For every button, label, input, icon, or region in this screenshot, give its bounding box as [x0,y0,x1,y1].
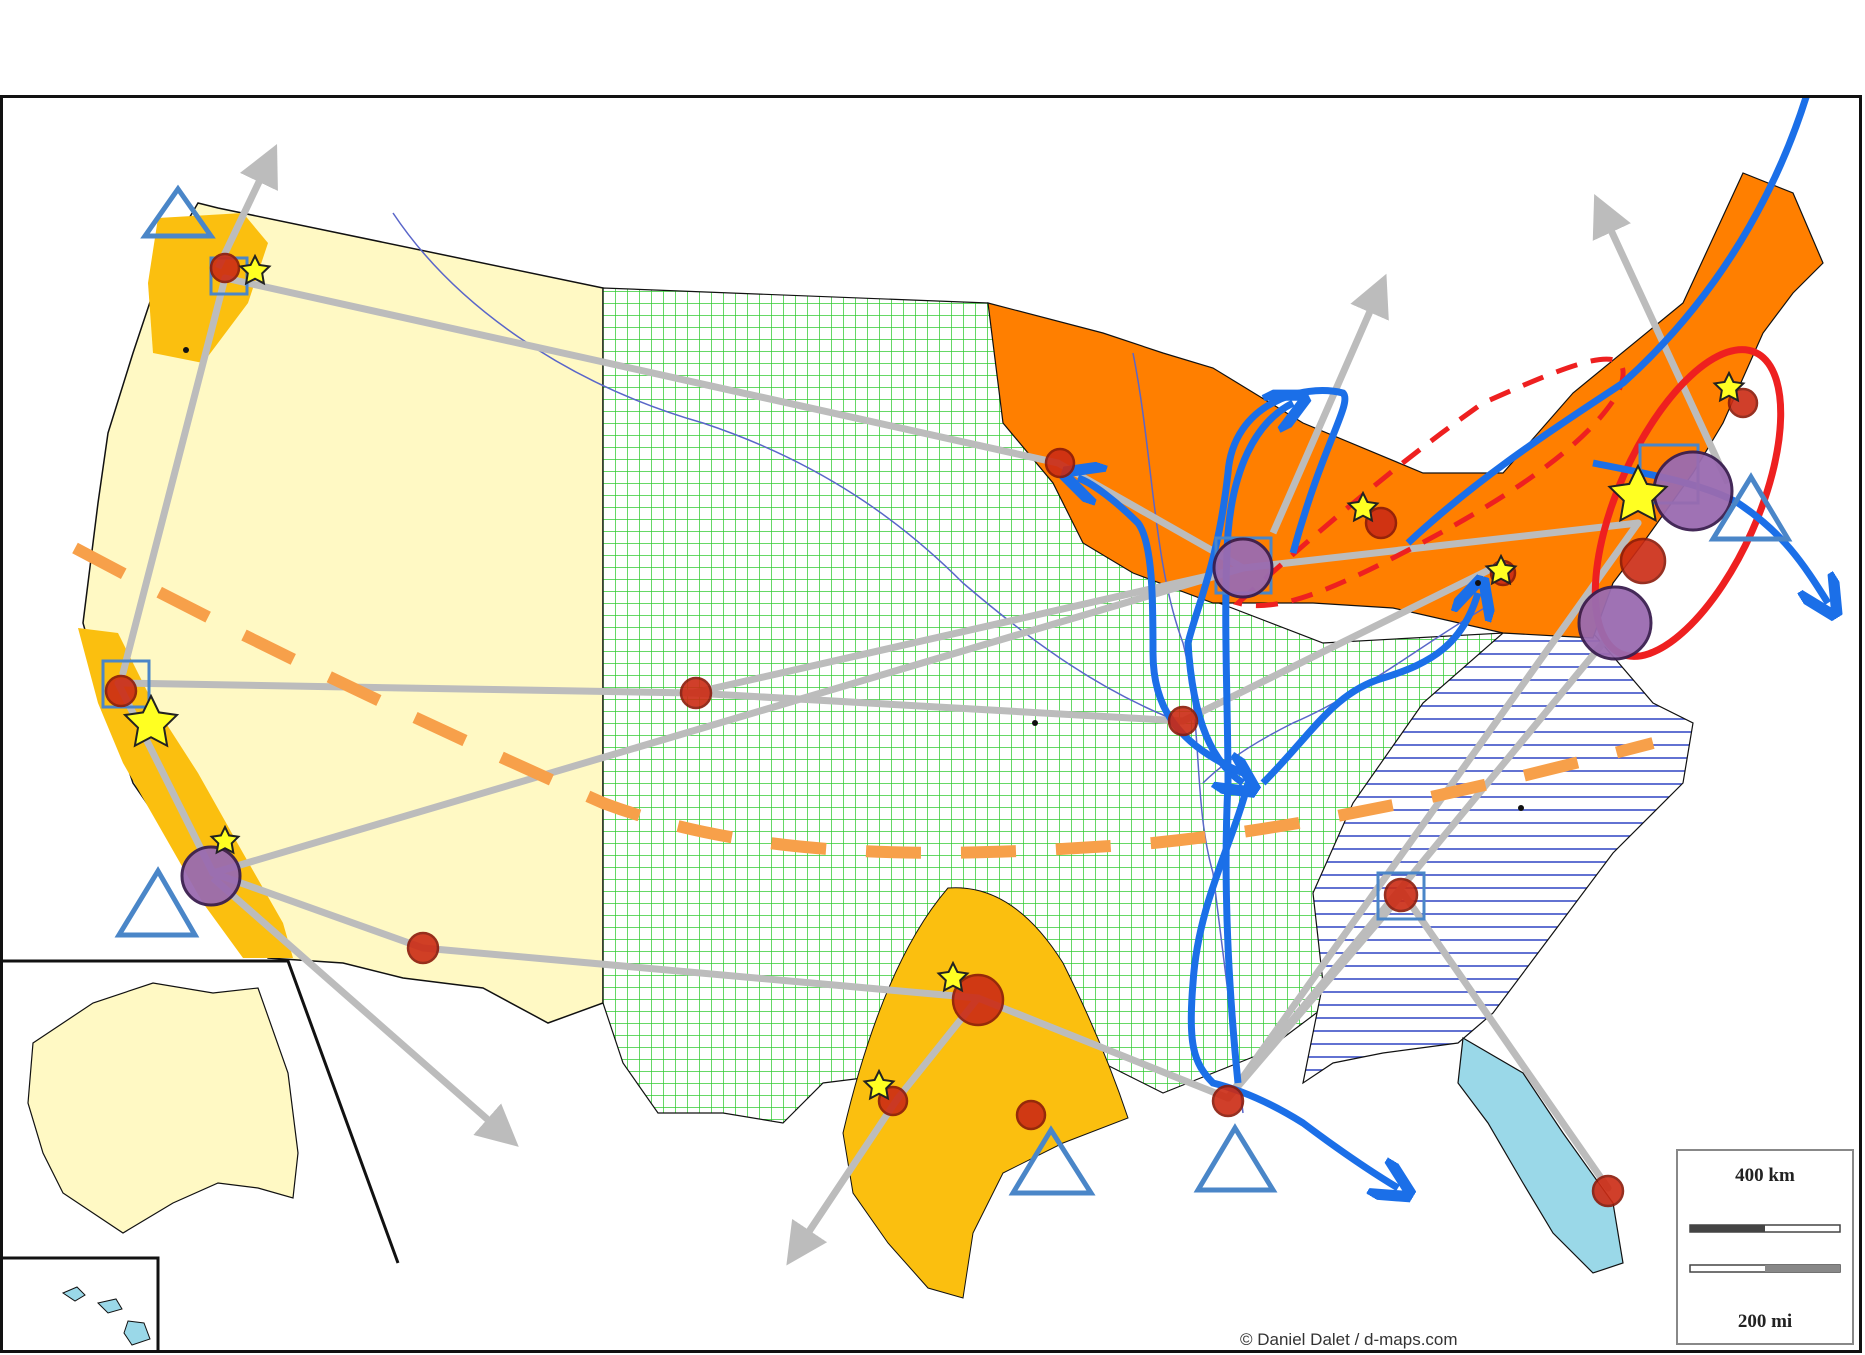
region-sunbelt-nw [148,213,268,363]
metropolis-washington [1577,585,1653,661]
region-plains [602,287,1505,1124]
region-hawaii [61,1286,151,1346]
outward-arrows [210,144,1732,1266]
map-frame: 400 km 200 mi [0,95,1862,1353]
metropolis-chicago [1212,537,1274,599]
city-atlanta [1383,877,1419,913]
flow-arrows [1078,98,1828,1188]
port-houston [1008,1125,1096,1196]
star-san-francisco [122,693,180,748]
star-san-antonio [862,1068,896,1101]
river-missouri [392,212,1184,724]
city-dallas [951,973,1005,1027]
star-detroit [1346,490,1380,523]
city-miami [1591,1174,1625,1208]
city-phoenix [406,931,440,965]
metropolis-new-york [1652,450,1734,532]
port-new-orleans [1193,1123,1278,1193]
star-pittsburgh [1484,553,1518,586]
star-boston [1712,370,1746,403]
city-seattle [209,252,241,284]
port-los-angeles [114,866,200,938]
port-new-york [1708,472,1793,542]
city-san-francisco [104,674,138,708]
city-minneapolis [1044,447,1076,479]
map-credit: © Daniel Dalet / d-maps.com [1240,1330,1458,1349]
region-alaska [27,982,299,1234]
capital-dots [183,347,1524,811]
star-new-york [1607,463,1669,523]
city-st-louis [1167,705,1199,737]
scale-mi-label: 200 mi [1737,1311,1793,1332]
city-philadelphia [1619,537,1667,585]
scale-bar-graphic [1689,1224,1841,1273]
scale-bar: 400 km 200 mi [1676,1149,1854,1345]
metropolis-los-angeles [180,845,242,907]
cities [104,252,1759,1208]
air-hub-atlanta [1376,871,1426,921]
city-new-orleans [1211,1084,1245,1118]
port-seattle [140,184,216,239]
air-hub-san-francisco [101,659,151,709]
city-detroit [1364,506,1398,540]
star-los-angeles [209,824,241,855]
region-southeast [1302,632,1694,1085]
star-seattle [238,253,272,286]
thematic-map [3,98,1862,1350]
region-florida [1457,1037,1624,1274]
scale-km-label: 400 km [1735,1165,1795,1186]
sunbelt-boundary-dashed [72,542,1655,859]
ports [114,184,1793,1196]
star-dallas [936,960,970,993]
tech-hubs [122,253,1746,1101]
city-houston [1015,1099,1047,1131]
city-denver [679,676,713,710]
inset-frame-alaska [3,959,400,1350]
metropolises [180,450,1734,907]
